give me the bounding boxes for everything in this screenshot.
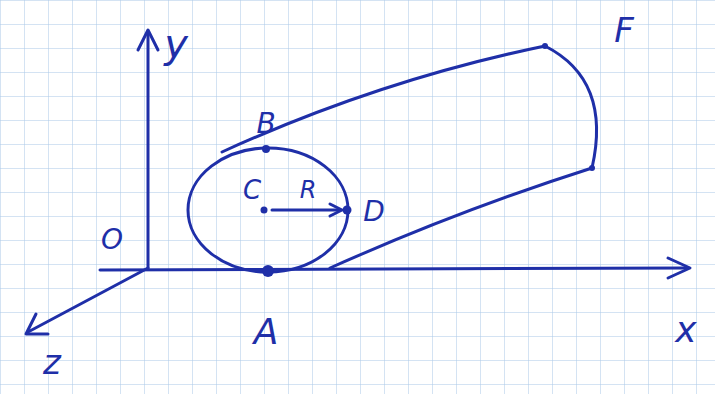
cylinder-top-line [222, 46, 545, 152]
point-label: y [164, 24, 188, 64]
axis-arrowhead [138, 30, 158, 50]
cylinder-far-end [545, 46, 597, 168]
z-axis [28, 268, 148, 332]
point-dot [261, 207, 268, 214]
point-label: B [256, 110, 275, 138]
point-label: R [300, 178, 317, 202]
point-label: z [43, 345, 61, 379]
point-label: O [101, 226, 123, 254]
radius-arrowhead [330, 204, 342, 216]
radius-line [272, 209, 340, 212]
point-label: F [614, 13, 634, 47]
axis-arrowhead [26, 314, 48, 334]
point-dot [343, 206, 352, 215]
axis-arrowhead [668, 258, 690, 278]
point-dot [262, 145, 270, 153]
cylinder-base-circle [188, 148, 348, 272]
point-label: A [254, 314, 279, 350]
point-dot [262, 265, 274, 277]
point-label: x [675, 312, 696, 348]
point-label: C [243, 177, 261, 203]
point-label: D [363, 198, 385, 226]
cylinder-bottom-line [330, 168, 592, 268]
x-axis [100, 268, 688, 270]
y-axis [147, 32, 150, 268]
point-dot [542, 43, 548, 49]
point-dot [589, 165, 595, 171]
